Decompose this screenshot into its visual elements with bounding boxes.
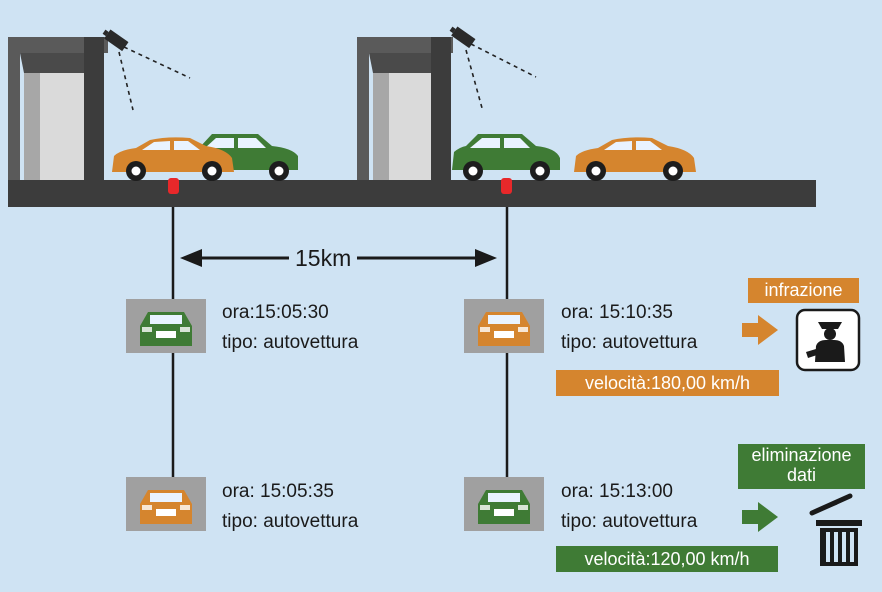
police-officer-icon xyxy=(795,308,861,372)
sensor-2 xyxy=(501,178,512,194)
photo-1 xyxy=(126,299,206,353)
infraction-label: infrazione xyxy=(764,280,843,300)
arrow-right-icon xyxy=(742,315,778,345)
reading-4-time: ora: 15:13:00 xyxy=(561,481,673,502)
reading-2-type: tipo: autovettura xyxy=(222,511,359,532)
reading-2-time: ora: 15:05:35 xyxy=(222,481,334,502)
photo-3 xyxy=(464,299,544,353)
orange-car-road-2 xyxy=(574,137,696,181)
gantry-1 xyxy=(8,37,108,180)
camera-icon xyxy=(449,26,537,109)
green-car-road-2 xyxy=(452,134,560,181)
photo-4 xyxy=(464,477,544,531)
reading-3-type: tipo: autovettura xyxy=(561,332,698,353)
speed-orange-badge: velocità:180,00 km/h xyxy=(584,373,751,393)
orange-car-road-1 xyxy=(112,137,234,181)
arrow-right-icon xyxy=(742,502,778,532)
sensor-1 xyxy=(168,178,179,194)
deletion-label: eliminazione dati xyxy=(751,445,852,485)
distance-label: 15km xyxy=(289,244,358,272)
reading-1-type: tipo: autovettura xyxy=(222,332,359,353)
trash-bin-icon xyxy=(809,493,862,566)
gantry-2 xyxy=(357,37,453,180)
reading-4-type: tipo: autovettura xyxy=(561,511,698,532)
speed-green-badge: velocità:120,00 km/h xyxy=(584,549,750,569)
reading-1-time: ora:15:05:30 xyxy=(222,302,329,323)
camera-icon xyxy=(102,29,191,111)
reading-3-time: ora: 15:10:35 xyxy=(561,302,673,323)
photo-2 xyxy=(126,477,206,531)
road xyxy=(8,180,816,207)
